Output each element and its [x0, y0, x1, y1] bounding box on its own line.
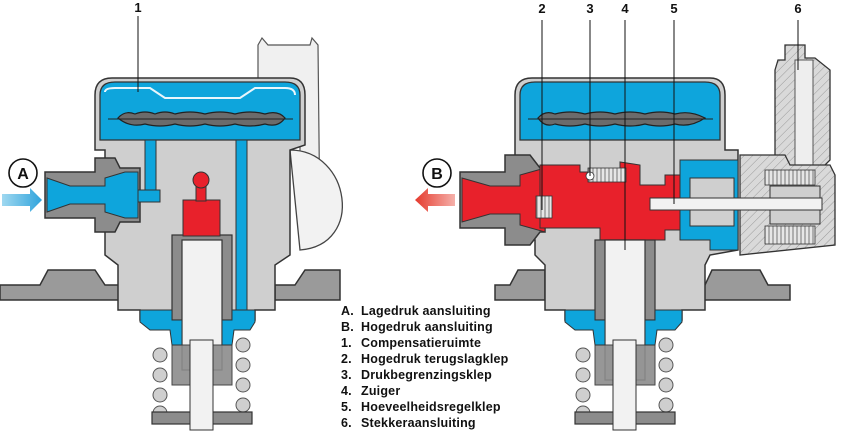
callout-3-label: 3: [586, 1, 593, 16]
legend-item: 2. Hogedruk terugslagklep: [341, 351, 509, 367]
legend-item: 4. Zuiger: [341, 383, 509, 399]
legend-text: Zuiger: [361, 384, 401, 398]
legend-item: 5. Hoeveelheidsregelklep: [341, 399, 509, 415]
low-pressure-channel-riser: [235, 139, 248, 321]
legend-key: 6.: [341, 416, 352, 430]
legend-key: 5.: [341, 400, 352, 414]
legend-key: 4.: [341, 384, 352, 398]
damper-cover-rim: [104, 87, 296, 99]
legend: A. Lagedruk aansluiting B. Hogedruk aanslu…: [341, 303, 509, 431]
damper-cover: [99, 81, 301, 141]
port-a-badge: [8, 158, 38, 188]
callout-1-label: 1: [134, 0, 141, 15]
legend-text: Drukbegrenzingsklep: [361, 368, 492, 382]
inflow-arrow-icon: [2, 188, 42, 212]
outlet-bore: [461, 167, 546, 233]
callout-2-label: 2: [538, 1, 545, 16]
legend-text: Hogedruk terugslagklep: [361, 352, 509, 366]
legend-item: 6. Stekkeraansluiting: [341, 415, 509, 431]
legend-key: 1.: [341, 336, 352, 350]
legend-key: 3.: [341, 368, 352, 382]
port-b-badge: [422, 158, 452, 188]
legend-text: Hoeveelheidsregelklep: [361, 400, 501, 414]
low-pressure-channel-vertical: [144, 139, 157, 196]
callout-5-label: 5: [670, 1, 677, 16]
legend-key: A.: [341, 304, 354, 318]
solenoid-coil-top: [764, 169, 816, 186]
damper-cover-r: [519, 81, 721, 141]
legend-item: 3. Drukbegrenzingsklep: [341, 367, 509, 383]
legend-text: Lagedruk aansluiting: [361, 304, 491, 318]
left-pump-section: A 1: [0, 0, 343, 431]
legend-item: A. Lagedruk aansluiting: [341, 303, 509, 319]
inlet-valve: [182, 199, 221, 237]
outflow-arrow-icon: [415, 188, 455, 212]
valve-stem: [649, 197, 823, 211]
legend-text: Compensatieruimte: [361, 336, 482, 350]
legend-key: B.: [341, 320, 354, 334]
legend-item: 1. Compensatieruimte: [341, 335, 509, 351]
check-valve-spring: [535, 195, 553, 219]
callout-6-label: 6: [794, 1, 801, 16]
mounting-flange-left-r: [494, 269, 546, 301]
inlet-bore: [46, 171, 139, 219]
port-a-letter: A: [17, 166, 29, 183]
mounting-flange-right: [274, 269, 341, 301]
right-pump-section: B 2 3 4 5 6: [415, 1, 836, 431]
legend-text: Stekkeraansluiting: [361, 416, 476, 430]
callout-4-label: 4: [621, 1, 629, 16]
legend-text: Hogedruk aansluiting: [361, 320, 493, 334]
legend-key: 2.: [341, 352, 352, 366]
legend-item: B. Hogedruk aansluiting: [341, 319, 509, 335]
solenoid-coil-bottom: [764, 225, 816, 245]
solenoid-cap: [289, 149, 343, 251]
port-b-letter: B: [431, 166, 443, 183]
